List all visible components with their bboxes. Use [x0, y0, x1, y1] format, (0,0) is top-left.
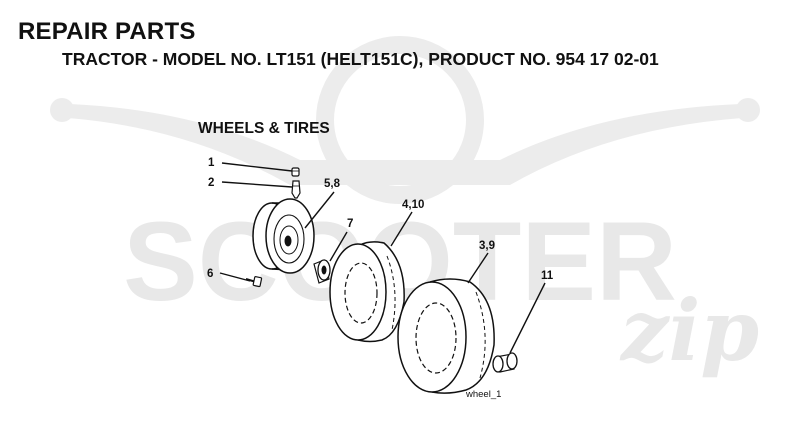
callout-leader-lines [219, 162, 546, 354]
callout-4-10: 4,10 [402, 199, 424, 211]
part-hub-cap [492, 352, 518, 373]
part-front-tire [329, 241, 405, 343]
callout-6: 6 [207, 268, 213, 280]
figure-id-label: wheel_1 [465, 389, 501, 400]
part-rear-tire [397, 278, 495, 394]
part-valve-cap [291, 167, 300, 177]
callout-3-9: 3,9 [479, 240, 495, 252]
section-title: WHEELS & TIRES [198, 120, 330, 137]
part-bushing [313, 259, 331, 284]
page-title: REPAIR PARTS [18, 18, 196, 45]
callout-5-8: 5,8 [324, 178, 341, 190]
part-bolt [245, 276, 263, 288]
part-wheel-rim [252, 198, 315, 274]
watermark-script-text: zip [619, 281, 759, 380]
callout-7: 7 [347, 218, 353, 230]
part-valve-stem [291, 180, 301, 199]
callout-11: 11 [541, 270, 554, 282]
callout-1: 1 [208, 157, 215, 169]
model-subtitle: TRACTOR - MODEL NO. LT151 (HELT151C), PR… [62, 49, 659, 69]
callout-2: 2 [208, 177, 214, 189]
